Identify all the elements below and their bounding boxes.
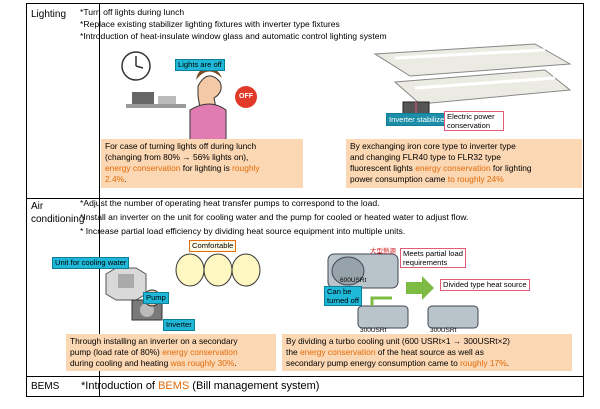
can-be-turned-off-tag: Can be turned off: [324, 286, 362, 306]
lighting-result-left: For case of turning lights off during lu…: [101, 139, 303, 188]
lighting-right-line-4: power consumption came to roughly 24%: [350, 174, 504, 184]
comfortable-tag: Comfortable: [189, 240, 237, 252]
air-bullet-3: * Increase partial load efficiency by di…: [80, 226, 406, 236]
air-left-line-1: Through installing an inverter on a seco…: [70, 336, 238, 346]
label-300usrt-b: 300USRt: [430, 327, 457, 334]
air-result-left: Through installing an inverter on a seco…: [66, 334, 276, 371]
measures-table: [26, 3, 584, 397]
divided-heat-source-tag: Divided type heat source: [440, 279, 530, 291]
lighting-left-line-4: 2.4%.: [105, 174, 127, 184]
air-category: Air conditioning: [31, 200, 84, 226]
lighting-bullet-2: *Replace existing stabilizer lighting fi…: [80, 19, 340, 29]
lighting-result-right: By exchanging iron core type to inverter…: [346, 139, 582, 188]
large-heat-source-label: 大型熱源: [370, 248, 396, 255]
air-left-line-2: pump (load rate of 80%) energy conservat…: [70, 347, 238, 357]
inverter-tag: Inverter: [163, 319, 195, 331]
electric-power-tag: Electric power conservation: [444, 111, 504, 131]
cooling-water-tag: Unit for cooling water: [52, 257, 130, 269]
turbo-unit-illustration: [327, 253, 479, 329]
label-300usrt-a: 300USRt: [360, 327, 387, 334]
partial-load-tag: Meets partial load requirements: [400, 248, 466, 268]
air-category-line-1: Air: [31, 201, 44, 212]
air-category-line-2: conditioning: [31, 214, 85, 225]
label-600usrt: 600USRt: [340, 277, 367, 284]
lighting-right-line-2: and changing FLR40 type to FLR32 type: [350, 152, 501, 162]
lighting-right-line-1: By exchanging iron core type to inverter…: [350, 141, 516, 151]
inverter-stabilizer-tag: Inverter stabilizer: [386, 113, 450, 126]
lighting-left-line-2: (changing from 80% → 56% lights on),: [105, 152, 249, 162]
lighting-left-line-3: energy conservation for lighting is roug…: [105, 163, 260, 173]
bems-category: BEMS: [31, 381, 60, 392]
off-label: OFF: [239, 93, 253, 100]
category-divider: [99, 4, 100, 396]
air-left-line-3: during cooling and heating was roughly 3…: [70, 358, 237, 368]
air-bullet-2: *Install an inverter on the unit for coo…: [80, 212, 469, 222]
air-bullet-1: *Adjust the number of operating heat tra…: [80, 198, 380, 208]
lighting-left-line-1: For case of turning lights off during lu…: [105, 141, 257, 151]
off-switch-icon: OFF: [235, 86, 257, 108]
lighting-bullet-3: *Introduction of heat-insulate window gl…: [80, 31, 387, 41]
air-right-line-1: By dividing a turbo cooling unit (600 US…: [286, 336, 510, 346]
lights-off-illustration: [121, 51, 227, 141]
lighting-right-line-3: fluorescent lights energy conservation f…: [350, 163, 532, 173]
bems-text: *Introduction of BEMS (Bill management s…: [81, 380, 320, 392]
air-result-right: By dividing a turbo cooling unit (600 US…: [282, 334, 572, 371]
light-fixture-illustration: [373, 43, 572, 118]
lights-off-tag: Lights are off: [175, 59, 225, 71]
air-right-line-3: secondary pump energy consumption came t…: [286, 358, 509, 368]
lighting-bullet-1: *Turn off lights during lunch: [80, 7, 185, 17]
row-divider-air-bems: [27, 376, 583, 377]
row-divider-lighting-air: [27, 198, 583, 199]
air-right-line-2: the energy conservation of the heat sour…: [286, 347, 484, 357]
lighting-category: Lighting: [31, 9, 67, 20]
pump-tag: Pump: [143, 292, 169, 304]
